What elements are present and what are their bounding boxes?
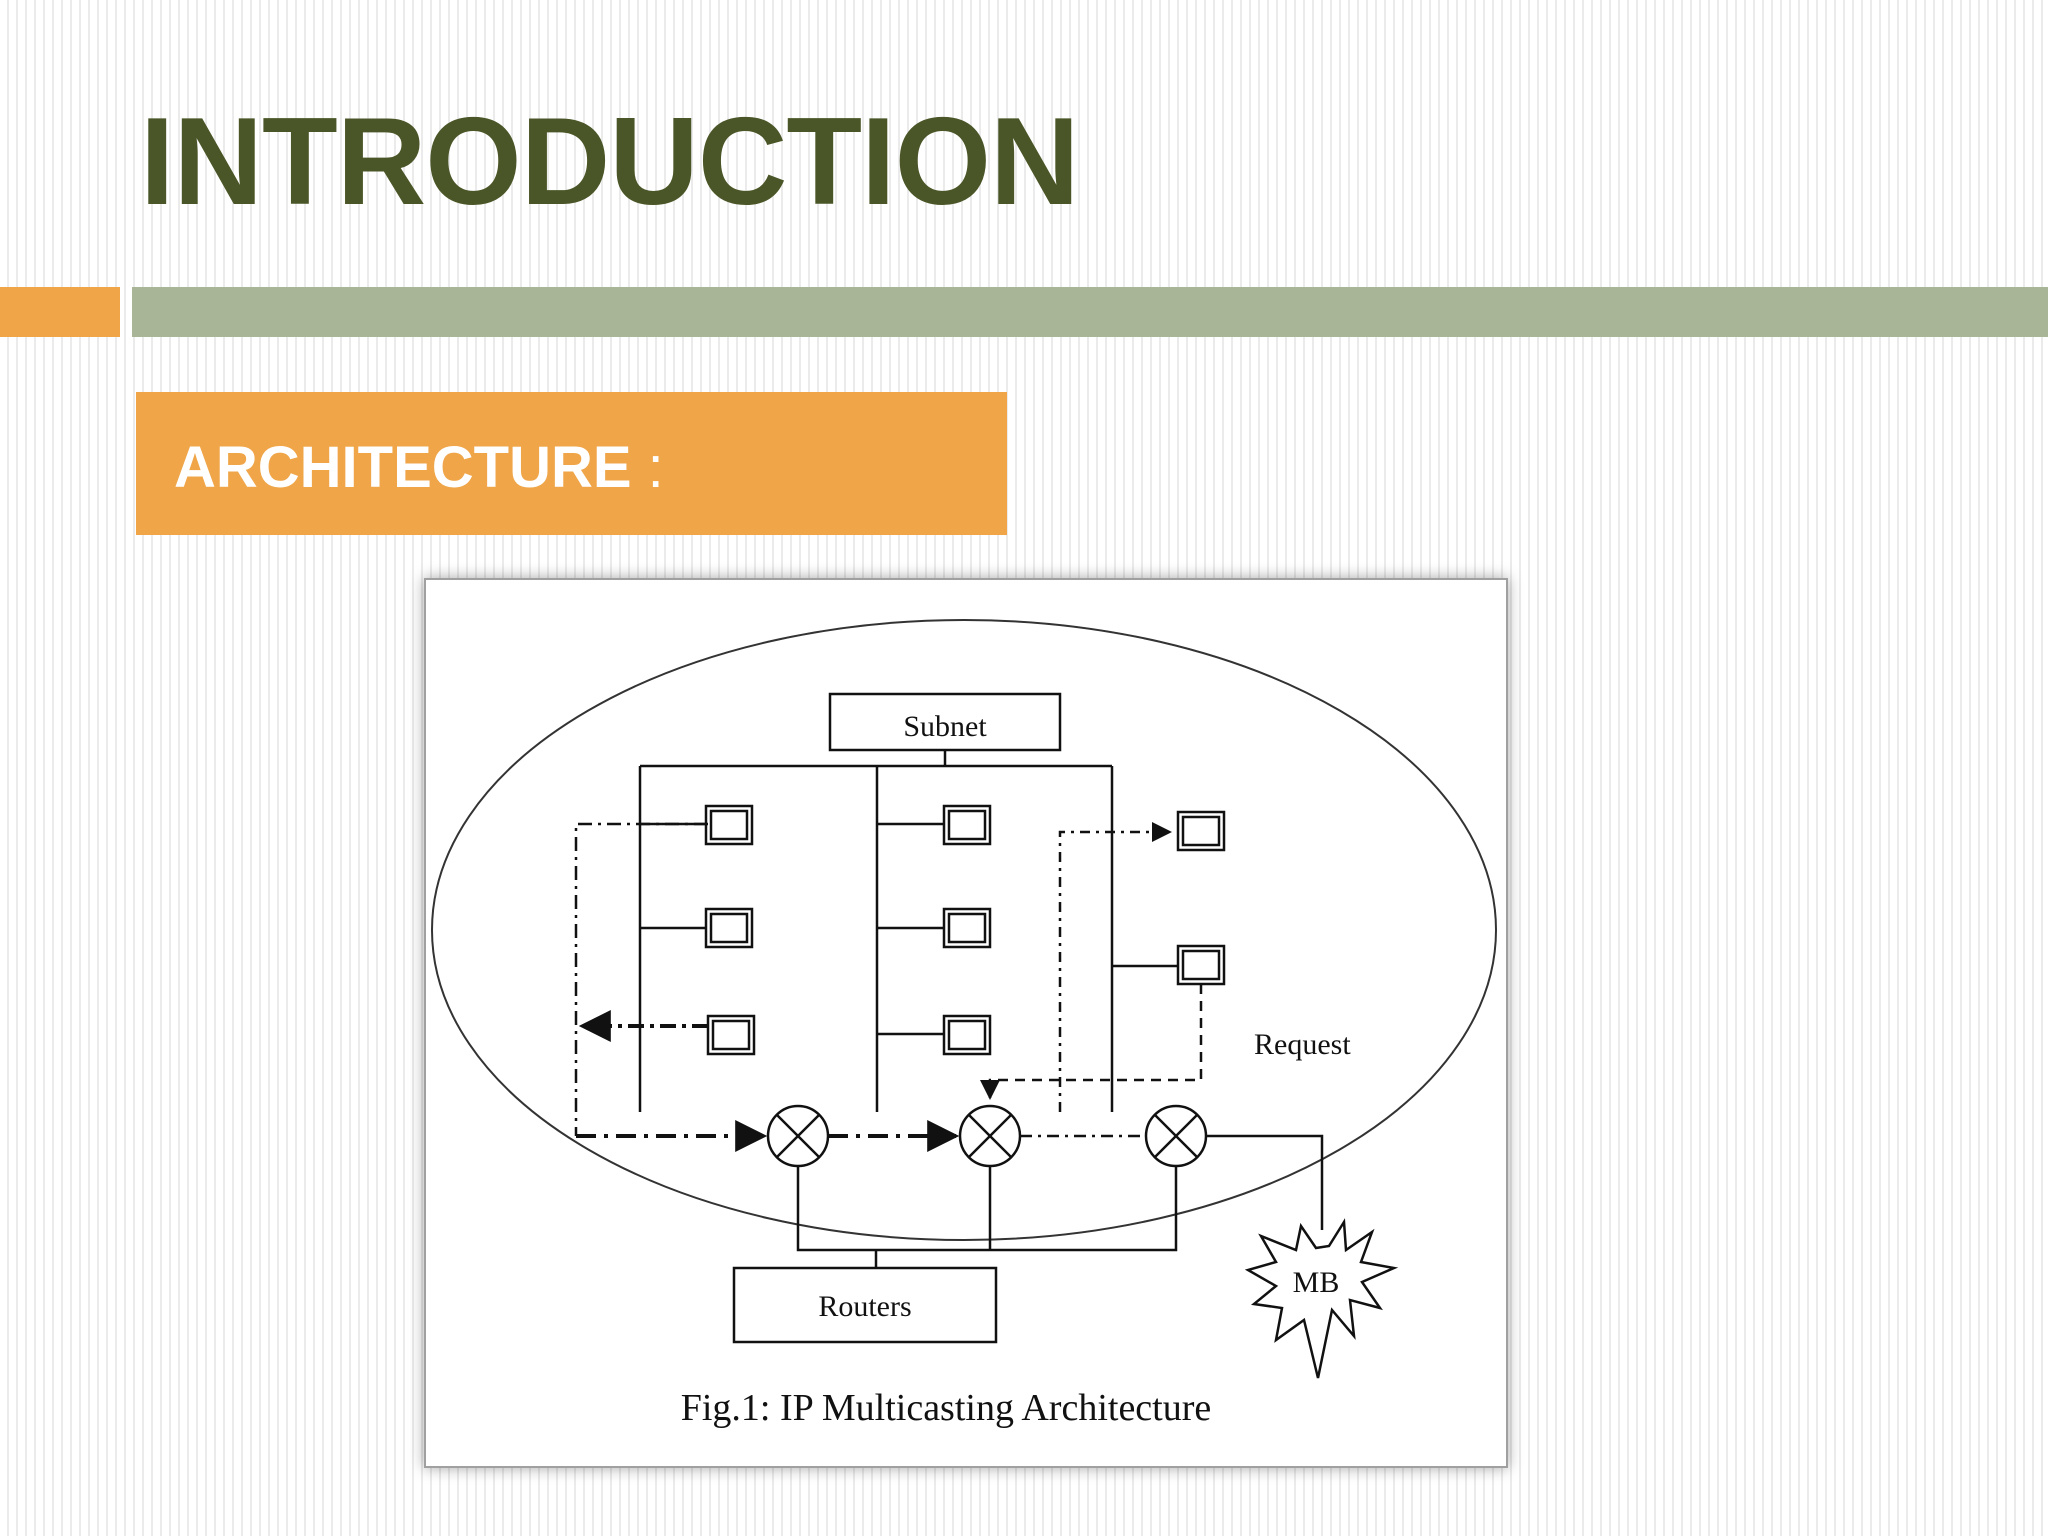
- multicast-flow-right: [1058, 822, 1172, 1112]
- request-label: Request: [1254, 1028, 1351, 1061]
- middlebox-node: MB: [1244, 1218, 1399, 1379]
- architecture-figure: Subnet: [424, 578, 1508, 1468]
- host-node: [1176, 944, 1226, 986]
- middlebox-label: MB: [1293, 1266, 1340, 1299]
- subnet-node: Subnet: [828, 692, 1062, 752]
- network-boundary-ellipse: [431, 619, 1497, 1241]
- routers-label: Routers: [818, 1290, 911, 1323]
- subnet-label: Subnet: [903, 710, 987, 743]
- section-colon: :: [647, 435, 664, 500]
- router-nodes: [766, 1104, 1208, 1168]
- section-header: ARCHITECTURE :: [136, 392, 1007, 535]
- router-node: [958, 1104, 1022, 1168]
- host-node: [706, 1014, 756, 1056]
- multicast-flow-left: [574, 822, 1146, 1152]
- slide-title: INTRODUCTION: [140, 93, 1080, 231]
- host-node: [942, 804, 992, 846]
- router-backbone: [796, 1134, 1324, 1268]
- green-accent-bar: [132, 287, 2048, 337]
- architecture-diagram: Subnet: [431, 619, 1497, 1429]
- router-node: [766, 1104, 830, 1168]
- figure-caption: Fig.1: IP Multicasting Architecture: [681, 1387, 1212, 1429]
- request-flow: [980, 984, 1203, 1100]
- section-label-text: ARCHITECTURE: [174, 435, 632, 500]
- host-node: [1176, 810, 1226, 852]
- routers-node: Routers: [732, 1266, 998, 1344]
- host-node: [942, 1014, 992, 1056]
- host-node: [704, 907, 754, 949]
- host-nodes: [640, 804, 1226, 1056]
- host-node: [942, 907, 992, 949]
- orange-accent-bar: [0, 287, 120, 337]
- router-node: [1144, 1104, 1208, 1168]
- section-label: ARCHITECTURE :: [174, 434, 664, 501]
- host-node: [704, 804, 754, 846]
